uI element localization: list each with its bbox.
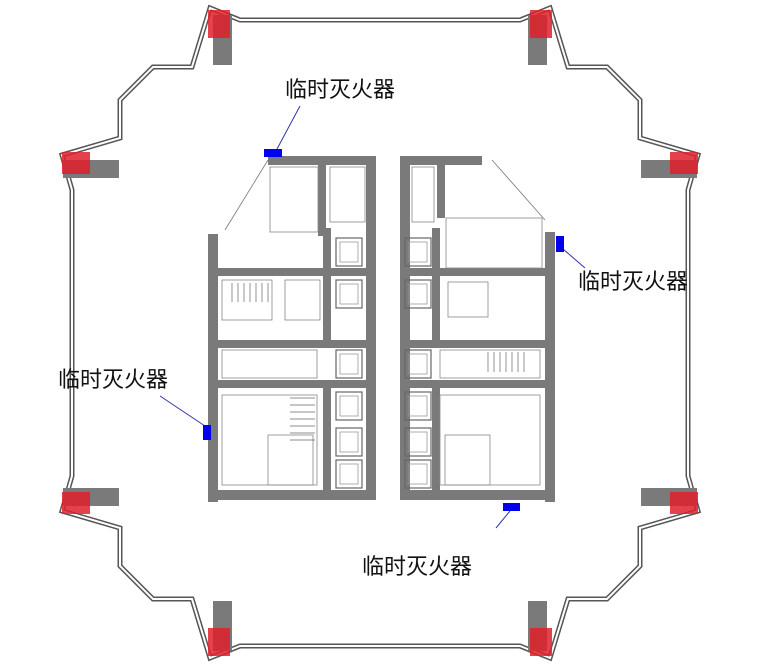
outer-facade [58,4,702,662]
elevator-car [404,237,432,267]
callout-label-top: 临时灭火器 [285,78,396,103]
core-wall [208,268,376,276]
elevator-car [335,391,363,421]
elevator-car-inner [339,353,359,375]
elevator-car [404,459,432,489]
elevator-car-inner [339,241,359,263]
core-wall [432,380,440,490]
core-wall [545,232,555,502]
fire-zone [208,628,230,656]
callout-leader-line [562,248,586,269]
callout-leader-line [159,395,206,427]
callout-label-left: 临时灭火器 [58,368,169,393]
core-wall [208,340,376,348]
room-outline [444,434,491,486]
room-outline [445,217,543,269]
callout-label-right: 临时灭火器 [578,270,689,295]
elevator-car-inner [339,463,359,485]
core-wall [208,380,376,388]
elevator-car [335,237,363,267]
elevator-car-inner [408,283,428,305]
extinguisher-markers [159,105,586,529]
core-wall [437,158,445,218]
elevator-car-inner [339,395,359,417]
fire-zone [670,152,698,174]
elevator-car-inner [408,241,428,263]
elevator-car [404,427,432,457]
callout-leader-line [276,105,301,150]
elevator-car [335,427,363,457]
core-wall [400,380,555,388]
core-wall [400,268,555,276]
core-wall [432,228,440,348]
elevator-car-inner [339,283,359,305]
fire-zone [670,492,698,514]
core-wall [323,380,331,490]
callout-leader-line [495,510,511,529]
elevator-car [335,459,363,489]
fire-zone [208,10,230,38]
elevator-car-inner [408,463,428,485]
core-wall [366,156,376,500]
room-outline [411,166,435,223]
elevator-car-inner [408,353,428,375]
core-wall [208,234,218,502]
guide-line [224,159,269,231]
fire-extinguisher-marker [203,425,211,440]
core-wall [208,490,376,500]
elevator-car-inner [408,431,428,453]
room-outline [329,166,366,223]
room-outline [284,279,321,321]
building-core [208,156,555,502]
room-outline [267,434,314,486]
fire-extinguisher-marker [503,503,520,511]
room-outline [221,279,273,321]
callout-label-bottom: 临时灭火器 [362,555,473,580]
elevator-car-inner [339,431,359,453]
room-outline [221,349,318,379]
core-wall [400,490,555,500]
fire-zone [530,628,552,656]
room-outline [447,281,489,318]
elevator-car-inner [408,395,428,417]
elevator-car [335,349,363,379]
fire-zone [62,152,90,174]
core-wall [323,228,331,348]
fire-zone [530,10,552,38]
guide-line [491,159,546,221]
facade-wall-inner [60,6,700,660]
fire-zone [62,492,90,514]
elevator-car [335,279,363,309]
core-wall [400,340,555,348]
room-outline [439,349,541,379]
fire-extinguisher-marker [264,149,282,157]
fire-extinguisher-marker [556,236,564,252]
elevator-car [404,349,432,379]
core-wall [400,156,410,500]
elevator-car [404,391,432,421]
core-wall [318,156,326,236]
room-outline [269,166,319,233]
elevator-car [404,279,432,309]
